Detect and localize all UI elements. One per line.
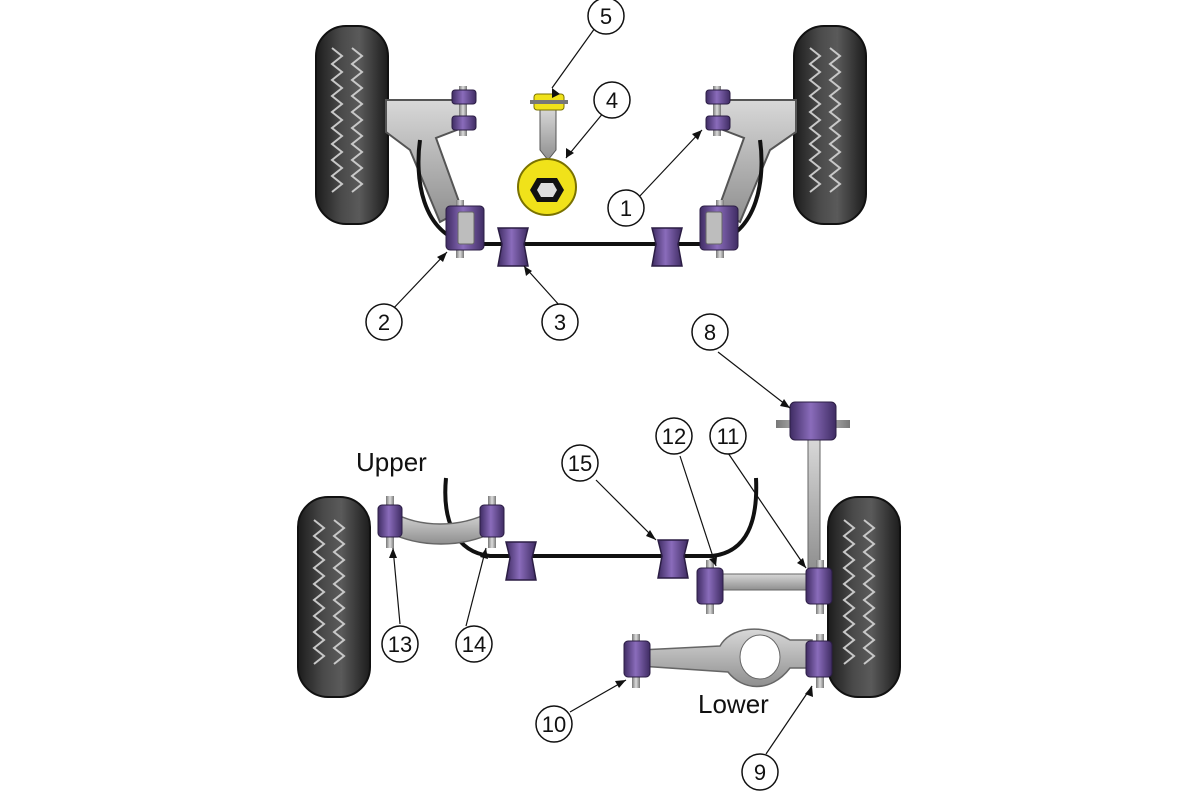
front-left-tyre xyxy=(315,25,389,225)
callout-circle xyxy=(381,625,419,663)
front-right-tyre xyxy=(793,25,867,225)
callout-10: 10 xyxy=(535,705,573,743)
callout-circle xyxy=(455,625,493,663)
rear-upper-arm xyxy=(387,510,495,545)
callout-circle xyxy=(561,444,599,482)
label-lower: Lower xyxy=(698,689,769,719)
callout-circle xyxy=(655,417,693,455)
rear-toe-link-outer-bush xyxy=(805,560,833,614)
callout-number: 9 xyxy=(754,760,766,785)
callout-circle xyxy=(607,189,645,227)
rear-left-tyre xyxy=(297,496,371,698)
callout-number: 3 xyxy=(554,310,566,335)
front-right-upper-bush xyxy=(705,86,731,136)
front-arb-bush-left xyxy=(497,227,529,267)
front-left-upper-bush xyxy=(451,86,477,136)
rear-upper-arm-outer-bush xyxy=(377,496,403,548)
callout-14: 14 xyxy=(455,625,493,663)
callout-arrowheads xyxy=(389,88,813,697)
callout-8: 8 xyxy=(691,313,729,351)
rear-anti-roll-bar xyxy=(443,477,759,558)
callout-number: 10 xyxy=(542,712,566,737)
rear-drop-link xyxy=(776,401,850,571)
front-anti-roll-bar xyxy=(416,139,764,246)
front-assembly xyxy=(315,25,867,267)
callout-number: 12 xyxy=(662,424,686,449)
callout-circle xyxy=(691,313,729,351)
callout-3: 3 xyxy=(541,303,579,341)
rear-arb-bush-right xyxy=(657,539,689,579)
callout-9: 9 xyxy=(741,753,779,791)
rear-right-tyre xyxy=(827,496,901,698)
rear-assembly xyxy=(297,401,901,698)
callout-15: 15 xyxy=(561,444,599,482)
callout-circle xyxy=(741,753,779,791)
callout-number: 2 xyxy=(378,310,390,335)
callout-5: 5 xyxy=(587,0,625,35)
callout-1: 1 xyxy=(607,189,645,227)
rear-toe-link xyxy=(715,573,813,591)
rear-lower-arm-inner-bush xyxy=(623,634,651,688)
rear-lower-arm xyxy=(639,628,813,688)
callout-number: 5 xyxy=(600,4,612,29)
callout-circle xyxy=(365,303,403,341)
callout-circle xyxy=(535,705,573,743)
callout-2: 2 xyxy=(365,303,403,341)
rear-toe-link-inner-bush xyxy=(696,560,724,614)
callout-leaders xyxy=(389,27,813,755)
callout-number: 13 xyxy=(388,632,412,657)
rear-lower-arm-outer-bush xyxy=(805,634,833,688)
callout-13: 13 xyxy=(381,625,419,663)
front-right-rear-bush xyxy=(699,200,739,258)
front-left-rear-bush xyxy=(445,200,485,258)
callout-number: 1 xyxy=(620,196,632,221)
engine-mount-link xyxy=(517,93,577,216)
callout-11: 11 xyxy=(709,417,747,455)
front-arb-bush-right xyxy=(651,227,683,267)
callout-number: 11 xyxy=(717,424,740,449)
callout-number: 14 xyxy=(462,632,486,657)
callout-number: 8 xyxy=(704,320,716,345)
label-upper: Upper xyxy=(356,447,427,477)
rear-arb-bush-left xyxy=(505,541,537,581)
callout-4: 4 xyxy=(593,81,631,119)
callout-circle xyxy=(593,81,631,119)
callout-circle xyxy=(541,303,579,341)
callout-number: 4 xyxy=(606,88,618,113)
rear-upper-arm-inner-bush xyxy=(479,496,505,548)
callout-circle xyxy=(709,417,747,455)
callout-12: 12 xyxy=(655,417,693,455)
callout-circle xyxy=(587,0,625,35)
callout-number: 15 xyxy=(568,451,592,476)
